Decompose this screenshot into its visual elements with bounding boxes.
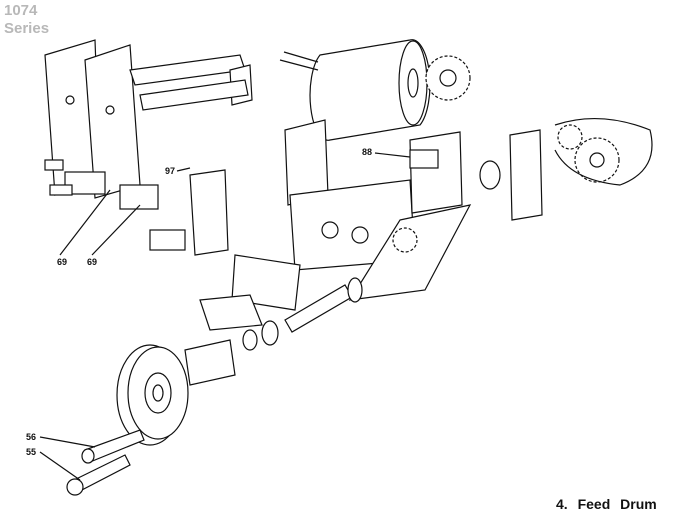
- model-series-label: Series: [4, 20, 50, 37]
- handwheel: [116, 344, 189, 446]
- figure-caption: 4. Feed Drum: [556, 496, 657, 512]
- callout-55: 55: [26, 447, 37, 457]
- side-frame-left: [44, 39, 253, 199]
- callout-56: 56: [26, 432, 37, 442]
- figure-number: 4.: [556, 496, 568, 512]
- guide-plates: [189, 169, 301, 331]
- callout-88: 88: [362, 147, 373, 157]
- drive-gears: [425, 55, 653, 186]
- feed-drum-cylinder: [279, 39, 431, 141]
- handle-assembly: [39, 429, 145, 496]
- clamp-blocks: [44, 159, 186, 256]
- callout-69-b: 69: [87, 257, 98, 267]
- callout-69-a: 69: [57, 257, 68, 267]
- lead-screw: [184, 160, 501, 386]
- callout-97: 97: [165, 166, 176, 176]
- figure-title: Feed Drum: [577, 496, 657, 512]
- main-frame: [284, 119, 543, 301]
- model-number: 1074: [4, 2, 38, 19]
